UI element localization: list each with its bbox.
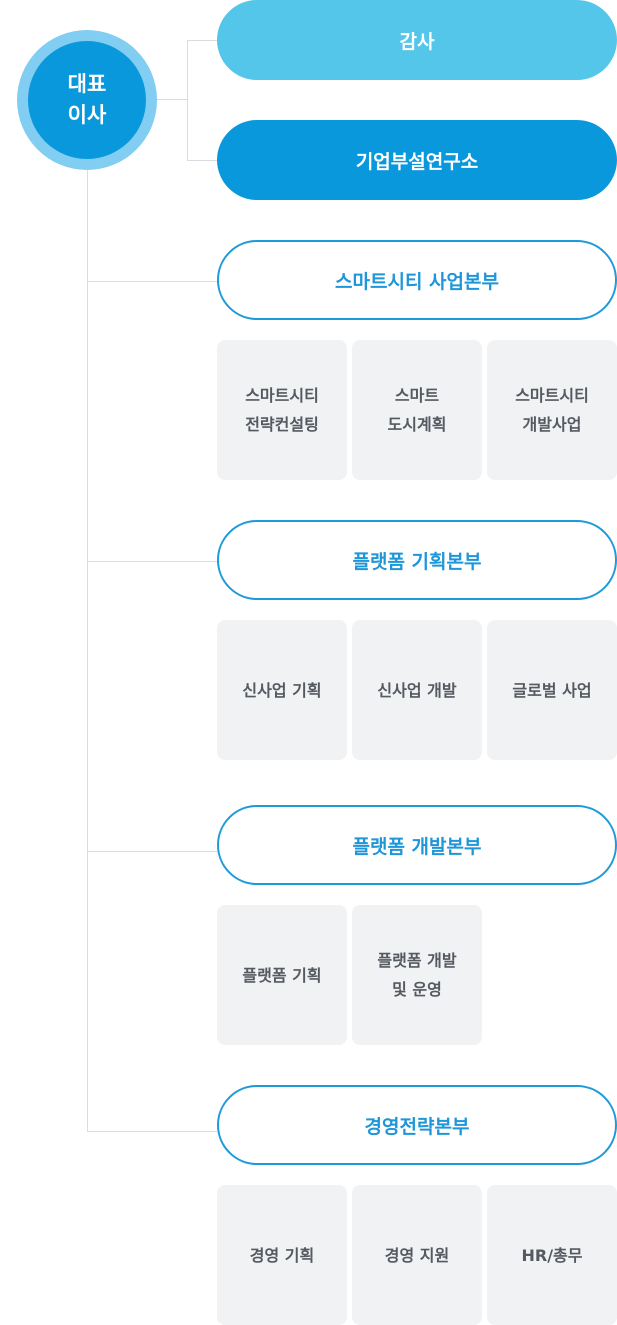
main-vertical-line <box>87 170 88 1131</box>
division-smartcity: 스마트시티 사업본부 <box>217 240 617 320</box>
connector-division-1 <box>87 281 217 282</box>
connector-audit <box>187 40 217 41</box>
top-branch-vertical <box>187 40 188 161</box>
ceo-branch-line <box>157 99 187 100</box>
team-box: HR/총무 <box>487 1185 617 1325</box>
team-box: 스마트시티 전략컨설팅 <box>217 340 347 480</box>
ceo-label-line2: 이사 <box>67 103 107 127</box>
connector-division-3 <box>87 851 217 852</box>
team-box: 신사업 기획 <box>217 620 347 760</box>
team-box: 스마트시티 개발사업 <box>487 340 617 480</box>
audit-node: 감사 <box>217 0 617 80</box>
team-box: 스마트 도시계획 <box>352 340 482 480</box>
ceo-node: 대표 이사 <box>28 41 146 159</box>
connector-division-4 <box>87 1131 217 1132</box>
connector-division-2 <box>87 561 217 562</box>
team-box: 경영 기획 <box>217 1185 347 1325</box>
ceo-label-line1: 대표 <box>67 72 107 96</box>
division-platform-planning: 플랫폼 기획본부 <box>217 520 617 600</box>
research-institute-node: 기업부설연구소 <box>217 120 617 200</box>
team-box: 경영 지원 <box>352 1185 482 1325</box>
team-box: 플랫폼 개발 및 운영 <box>352 905 482 1045</box>
connector-research <box>187 160 217 161</box>
team-box: 플랫폼 기획 <box>217 905 347 1045</box>
team-box: 신사업 개발 <box>352 620 482 760</box>
division-platform-development: 플랫폼 개발본부 <box>217 805 617 885</box>
division-management-strategy: 경영전략본부 <box>217 1085 617 1165</box>
team-box: 글로벌 사업 <box>487 620 617 760</box>
